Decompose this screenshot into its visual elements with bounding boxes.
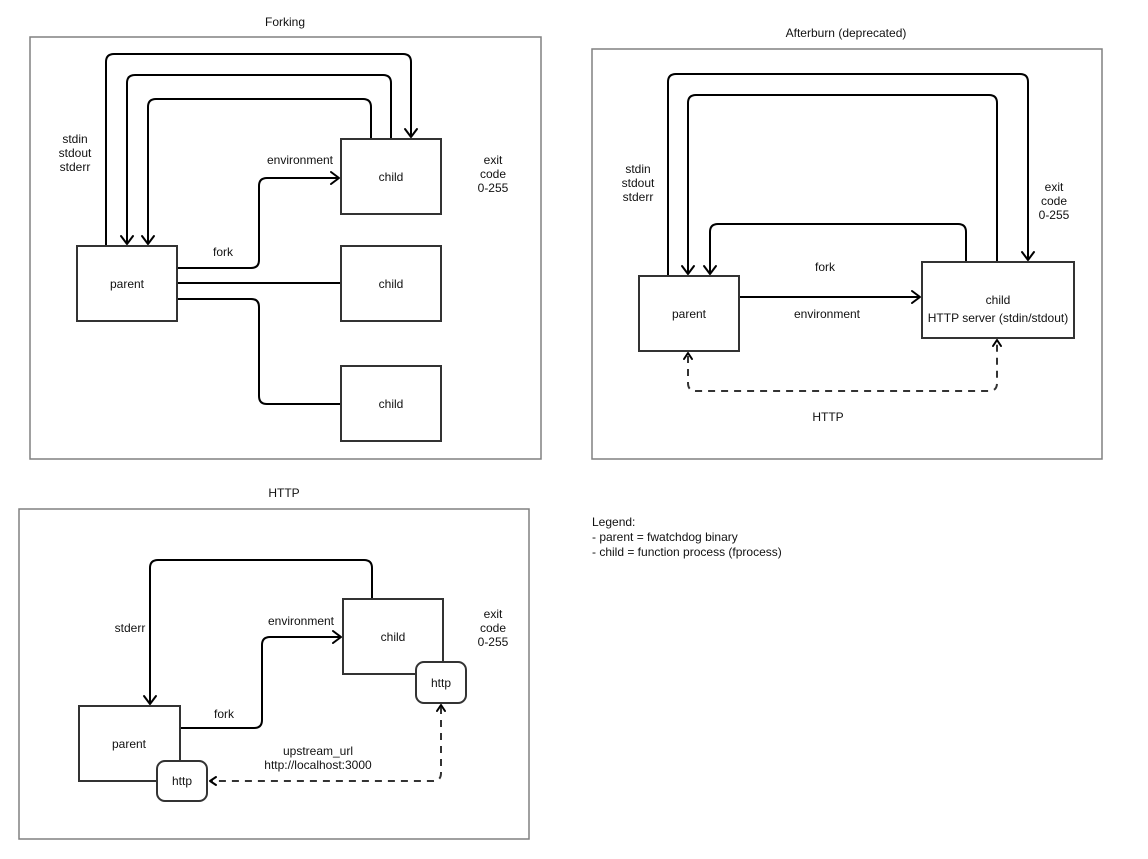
http-env-arrowhead [332, 630, 342, 644]
afterburn-panel: Afterburn (deprecated) parent child HTTP… [591, 26, 1103, 460]
forking-stdin-label: stdin [62, 132, 87, 146]
forking-stderr-arrowhead [141, 235, 155, 245]
http-upstream-label-2: http://localhost:3000 [264, 758, 372, 772]
http-title: HTTP [268, 486, 299, 500]
afterburn-stderr-wire [709, 223, 967, 274]
afterburn-exit-label-3: 0-255 [1039, 208, 1070, 222]
http-parent-http-label: http [172, 774, 192, 788]
forking-stdin-wire [105, 53, 412, 246]
afterburn-child-sublabel: HTTP server (stdin/stdout) [928, 311, 1068, 325]
http-stderr-label: stderr [115, 621, 146, 635]
forking-env-arrowhead [330, 171, 340, 185]
afterburn-exit-label-1: exit [1045, 180, 1064, 194]
forking-child-label-3: child [379, 397, 404, 411]
legend-item-child: - child = function process (fprocess) [592, 545, 782, 559]
forking-stdin-arrowhead [404, 128, 418, 138]
afterburn-http-label: HTTP [812, 410, 843, 424]
afterburn-parent-label: parent [672, 307, 707, 321]
afterburn-stderr-label: stderr [623, 190, 654, 204]
forking-parent-box [76, 245, 178, 322]
forking-stdout-label: stdout [59, 146, 92, 160]
http-upstream-label-1: upstream_url [283, 744, 353, 758]
afterburn-parent-box [638, 275, 740, 352]
http-stderr-wire [149, 559, 373, 704]
forking-exit-label-3: 0-255 [478, 181, 509, 195]
afterburn-stdin-wire [667, 73, 1029, 276]
http-exit-label-2: code [480, 621, 506, 635]
afterburn-fork-arrowhead [911, 290, 921, 304]
legend-item-parent: - parent = fwatchdog binary [592, 530, 738, 544]
forking-child-label-1: child [379, 170, 404, 184]
forking-stderr-label: stderr [60, 160, 91, 174]
http-upstream-arrowhead-parent [209, 776, 217, 786]
afterburn-frame [591, 48, 1103, 460]
forking-fork-wire-1 [177, 177, 339, 269]
http-fork-wire [180, 636, 341, 729]
http-exit-label-1: exit [484, 607, 503, 621]
afterburn-stdout-arrowhead [681, 265, 695, 275]
forking-child-label-2: child [379, 277, 404, 291]
afterburn-http-arrowhead-parent [683, 352, 693, 360]
legend: Legend: - parent = fwatchdog binary - ch… [592, 515, 782, 560]
afterburn-environment-label: environment [794, 307, 861, 321]
http-panel: HTTP parent http child http stderr envir… [18, 486, 530, 840]
afterburn-stdout-wire [687, 94, 998, 274]
http-child-http-pill [415, 661, 467, 704]
forking-stdout-wire [126, 74, 392, 244]
forking-stdout-arrowhead [120, 235, 134, 245]
forking-parent-label: parent [110, 277, 145, 291]
forking-child-box-2 [340, 245, 442, 322]
afterburn-http-arrowhead-child [992, 339, 1002, 347]
http-upstream-arrowhead-child [436, 704, 446, 712]
forking-exit-label-1: exit [484, 153, 503, 167]
forking-panel: Forking parent child child child stdin s… [29, 15, 542, 460]
legend-title: Legend: [592, 515, 636, 529]
http-stderr-arrowhead [143, 695, 157, 705]
forking-stderr-wire [147, 98, 372, 244]
afterburn-stdin-label: stdin [625, 162, 650, 176]
afterburn-stdout-label: stdout [622, 176, 655, 190]
http-exit-label-3: 0-255 [478, 635, 509, 649]
http-upstream-dashed-wire [212, 707, 442, 782]
afterburn-http-dashed-wire [687, 343, 998, 392]
afterburn-title: Afterburn (deprecated) [786, 26, 907, 40]
afterburn-exit-label-2: code [1041, 194, 1067, 208]
http-fork-label: fork [214, 707, 235, 721]
forking-child-box-1 [340, 138, 442, 215]
forking-fork-wire-3 [177, 298, 341, 405]
forking-exit-label-2: code [480, 167, 506, 181]
afterburn-fork-label: fork [815, 260, 836, 274]
forking-environment-label: environment [267, 153, 334, 167]
http-parent-http-pill [156, 760, 208, 802]
afterburn-child-box [921, 261, 1075, 339]
http-child-http-label: http [431, 676, 451, 690]
http-environment-label: environment [268, 614, 335, 628]
http-child-label: child [381, 630, 406, 644]
http-parent-label: parent [112, 737, 147, 751]
forking-fork-label: fork [213, 245, 234, 259]
afterburn-child-label: child [986, 293, 1011, 307]
forking-title: Forking [265, 15, 305, 29]
forking-child-box-3 [340, 365, 442, 442]
afterburn-stderr-arrowhead [703, 265, 717, 275]
afterburn-stdin-arrowhead [1021, 251, 1035, 261]
